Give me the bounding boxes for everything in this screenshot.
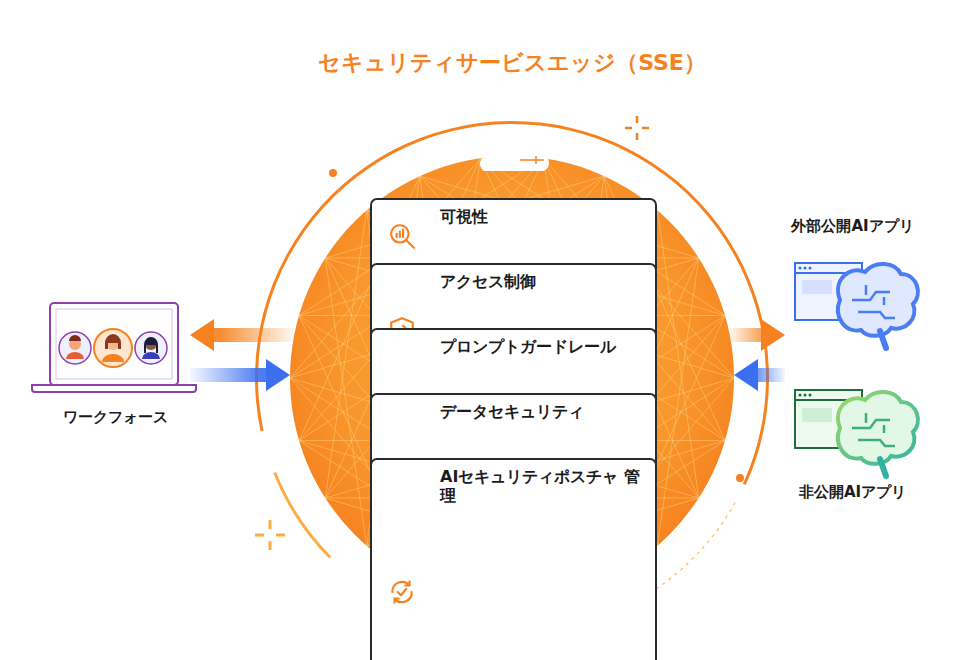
- ring-dots: [725, 515, 728, 518]
- ring-dots: [729, 509, 731, 512]
- ring-dots: [680, 568, 683, 571]
- endpoint-label: 非公開AIアプリ: [765, 483, 940, 502]
- shape-path: [69, 335, 81, 341]
- arrow-head: [761, 319, 785, 351]
- shape-path: [838, 264, 918, 336]
- arrow-shaft: [214, 328, 294, 342]
- ring-dots: [674, 573, 677, 576]
- diagram-heading: セキュリティサービスエッジ（SSE）: [290, 48, 734, 78]
- cloud-logo: [480, 138, 549, 171]
- shape-path: [838, 392, 918, 464]
- feature-icon: [388, 222, 416, 250]
- shape-path: [66, 352, 84, 359]
- arrow-shaft: [730, 328, 761, 342]
- avatar: [94, 329, 132, 367]
- feature-label: アクセス制御: [440, 272, 536, 291]
- sparkle: [255, 520, 285, 550]
- mesh-line: [325, 210, 366, 498]
- ring-dots: [702, 546, 705, 549]
- shape-rect: [50, 303, 178, 385]
- ring-dots: [668, 578, 671, 581]
- endpoint-label: 外部公開AIアプリ: [765, 217, 940, 236]
- shape-path: [255, 520, 285, 550]
- ring-dot: [329, 169, 337, 177]
- shape-path: [852, 285, 895, 318]
- shape-path: [142, 352, 160, 359]
- flow-arrow: [730, 319, 785, 351]
- feature-icon: [391, 225, 414, 248]
- arrow-head: [190, 319, 214, 351]
- ring-dots: [712, 534, 715, 537]
- ring-dots: [662, 582, 665, 585]
- avatar: [135, 332, 167, 364]
- avatar: [59, 332, 91, 364]
- endpoint: 外部公開AIアプリ: [785, 215, 920, 350]
- shape-circle: [59, 332, 91, 364]
- ring-dots: [721, 522, 724, 525]
- shape-path: [625, 116, 649, 140]
- arrow-shaft: [758, 368, 785, 382]
- shape-circle: [809, 267, 812, 270]
- feature-icon: [388, 578, 416, 606]
- laptop-icon: [32, 303, 196, 392]
- arrow-head: [266, 359, 290, 391]
- feature-label: AIセキュリティポスチャ 管理: [440, 467, 645, 505]
- ring-dots: [716, 528, 719, 531]
- ring-dots: [733, 502, 735, 505]
- mesh-line: [657, 258, 698, 546]
- mesh-line: [657, 210, 698, 498]
- shape-circle: [809, 394, 812, 397]
- ring-dots: [707, 540, 710, 543]
- endpoint: 非公開AIアプリ: [785, 385, 920, 505]
- shape-path: [880, 331, 886, 348]
- feature-icon: [392, 581, 411, 603]
- ring-dots: [686, 563, 689, 566]
- flow-arrow: [190, 359, 290, 391]
- shape-path: [880, 459, 886, 476]
- shape-path: [102, 354, 124, 362]
- flow-arrow: [190, 319, 294, 351]
- private-app-icon: [795, 390, 918, 476]
- ring-dots: [691, 557, 694, 560]
- shape-path: [32, 385, 196, 392]
- shape-circle: [804, 267, 807, 270]
- endpoint: ワークフォース: [40, 298, 190, 433]
- shape-circle: [804, 394, 807, 397]
- feature-label: プロンプトガードレール: [440, 337, 616, 356]
- shape-rect: [802, 280, 832, 294]
- shape-rect: [56, 309, 172, 379]
- shape-circle: [799, 267, 802, 270]
- ring-dots: [697, 552, 700, 555]
- endpoint-label: ワークフォース: [20, 408, 210, 427]
- sse-circle: セキュリティサービスエッジ（SSE） 可視性アクセス制御プロンプトガードレールデー…: [290, 40, 734, 600]
- flow-arrow: [734, 359, 785, 391]
- external-app-icon: [795, 263, 918, 348]
- shape-circle: [94, 329, 132, 367]
- feature-box: AIセキュリティポスチャ 管理: [370, 458, 657, 660]
- feature-label: データセキュリティ: [440, 402, 584, 421]
- sparkle: [625, 116, 649, 140]
- shape-path: [105, 334, 121, 349]
- mesh-line: [325, 258, 366, 546]
- shape-rect: [802, 408, 832, 422]
- shape-circle: [799, 394, 802, 397]
- ring-dot: [736, 474, 744, 482]
- cloud-logo: [520, 156, 544, 164]
- shape-path: [144, 337, 158, 353]
- shape-circle: [135, 332, 167, 364]
- arrow-head: [734, 359, 758, 391]
- arrow-shaft: [190, 368, 266, 382]
- shape-path: [852, 413, 895, 446]
- feature-label: 可視性: [440, 207, 488, 226]
